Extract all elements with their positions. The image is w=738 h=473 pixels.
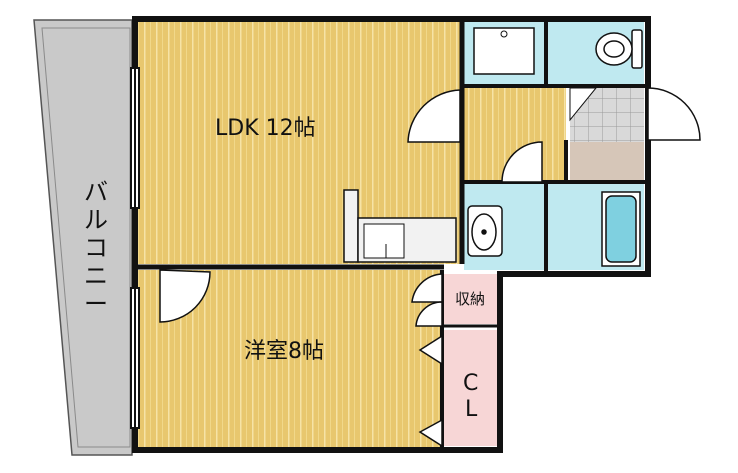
entrance-divider bbox=[569, 87, 598, 122]
ldk-label: LDK 12帖 bbox=[215, 116, 316, 141]
drain-icon bbox=[500, 30, 508, 38]
wash-basin-icon bbox=[467, 205, 503, 257]
balcony-char: ル bbox=[84, 206, 108, 234]
western-room-label: 洋室8帖 bbox=[244, 339, 324, 364]
entrance-step bbox=[570, 142, 644, 180]
balcony-label: バ ル コ ニ ー bbox=[84, 178, 108, 318]
closet-area bbox=[444, 330, 500, 446]
bathtub-icon bbox=[601, 191, 641, 267]
closet-label-bottom: L bbox=[465, 397, 478, 422]
sliding-doors bbox=[514, 184, 580, 277]
balcony-char: コ bbox=[84, 234, 108, 262]
kitchen-counter bbox=[343, 189, 457, 263]
storage-label: 収納 bbox=[455, 290, 485, 308]
toilet-icon bbox=[595, 29, 643, 69]
storage-area bbox=[444, 274, 500, 324]
balcony-char: バ bbox=[84, 178, 108, 206]
door-swings bbox=[159, 87, 701, 448]
balcony-char: ニ bbox=[84, 262, 108, 290]
balcony-char: ー bbox=[84, 290, 108, 318]
balcony-windows bbox=[130, 67, 140, 429]
closet-label-top: C bbox=[463, 371, 478, 396]
balcony bbox=[33, 19, 133, 456]
